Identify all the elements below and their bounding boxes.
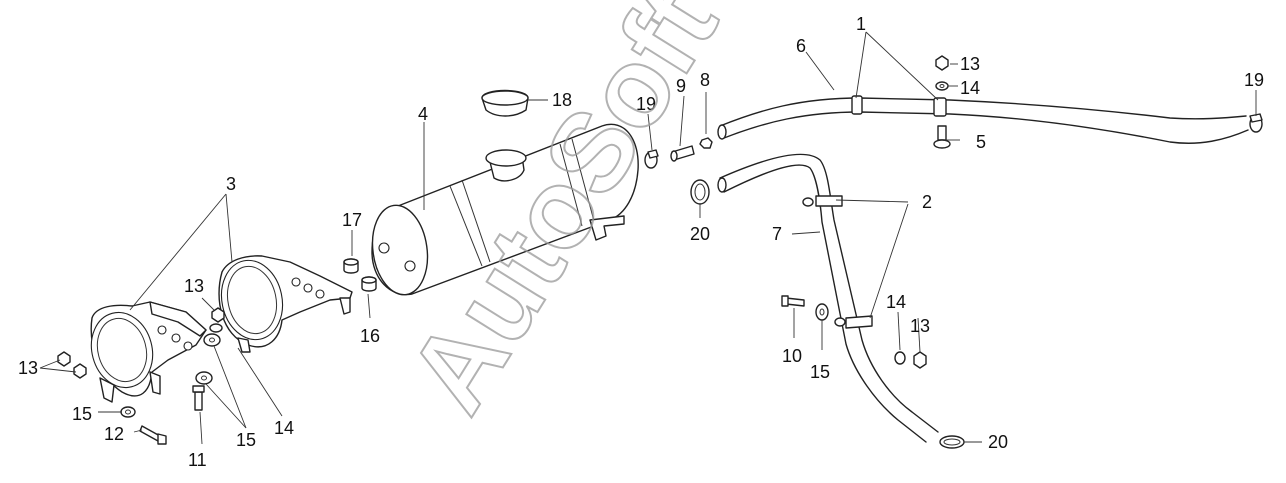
tank-bracket-rear [218, 255, 353, 353]
nut-13-mid [211, 307, 225, 323]
left-fasteners [57, 307, 225, 445]
nut-13-top [935, 55, 949, 71]
callout-7: 7 [772, 224, 782, 244]
nut-13-right [913, 351, 927, 369]
right-fasteners [781, 55, 951, 369]
callout-14-right: 14 [886, 292, 906, 312]
washer-15-mid-b [203, 333, 221, 347]
callout-4: 4 [418, 104, 428, 124]
callout-13-mid: 13 [184, 276, 204, 296]
callout-2: 2 [922, 192, 932, 212]
hose-lower-band-top [815, 195, 843, 207]
callout-12: 12 [104, 424, 124, 444]
callout-13-left: 13 [18, 358, 38, 378]
callout-15-right: 15 [810, 362, 830, 382]
washer-15-mid-a [195, 371, 213, 385]
tank-assembly [343, 89, 639, 296]
washer-14-mid [209, 323, 223, 333]
callout-16: 16 [360, 326, 380, 346]
callout-labels: 1 2 3 4 5 6 7 8 9 10 11 12 13 13 13 13 1… [18, 14, 1264, 470]
nut-13-left-a [57, 351, 71, 367]
callout-18: 18 [552, 90, 572, 110]
bolt-12 [139, 425, 161, 442]
callout-14-left: 14 [274, 418, 294, 438]
callout-20-lower: 20 [988, 432, 1008, 452]
callout-20-upper: 20 [690, 224, 710, 244]
washer-15-right [815, 303, 829, 321]
callout-10: 10 [782, 346, 802, 366]
callout-1: 1 [856, 14, 866, 34]
leader-lines [39, 31, 1257, 445]
callout-9: 9 [676, 76, 686, 96]
callout-19-left: 19 [636, 94, 656, 114]
callout-5: 5 [976, 132, 986, 152]
hose-lower-band-bottom [845, 315, 873, 329]
callout-14-top: 14 [960, 78, 980, 98]
tank-port-a [378, 242, 390, 254]
hose-upper-top [719, 97, 1247, 127]
bolt-5 [937, 125, 947, 141]
bolt-11 [194, 391, 203, 411]
callout-15-left: 15 [72, 404, 92, 424]
hose-band-1 [851, 95, 863, 115]
filler-clamp [485, 149, 527, 167]
tank-port-b [404, 260, 416, 272]
washer-14-top [935, 81, 949, 91]
callout-15-mid: 15 [236, 430, 256, 450]
hose-fittings [644, 137, 713, 205]
washer-15-left [120, 406, 136, 418]
hose-upper-bottom [723, 111, 1249, 144]
washer-14-right [894, 351, 906, 365]
callout-13-right: 13 [910, 316, 930, 336]
tank-bracket-front [90, 301, 207, 403]
callout-13-top: 13 [960, 54, 980, 74]
nut-8 [699, 137, 713, 149]
callout-17: 17 [342, 210, 362, 230]
callout-19-right: 19 [1244, 70, 1264, 90]
callout-8: 8 [700, 70, 710, 90]
callout-3: 3 [226, 174, 236, 194]
hose-band-2 [933, 97, 947, 117]
nut-13-left-b [73, 363, 87, 379]
filler-cap [481, 89, 529, 117]
hose-lower-left [719, 153, 939, 433]
tank-end-cap [371, 204, 429, 296]
hoses [717, 95, 1263, 449]
callout-6: 6 [796, 36, 806, 56]
callout-11: 11 [188, 450, 207, 470]
